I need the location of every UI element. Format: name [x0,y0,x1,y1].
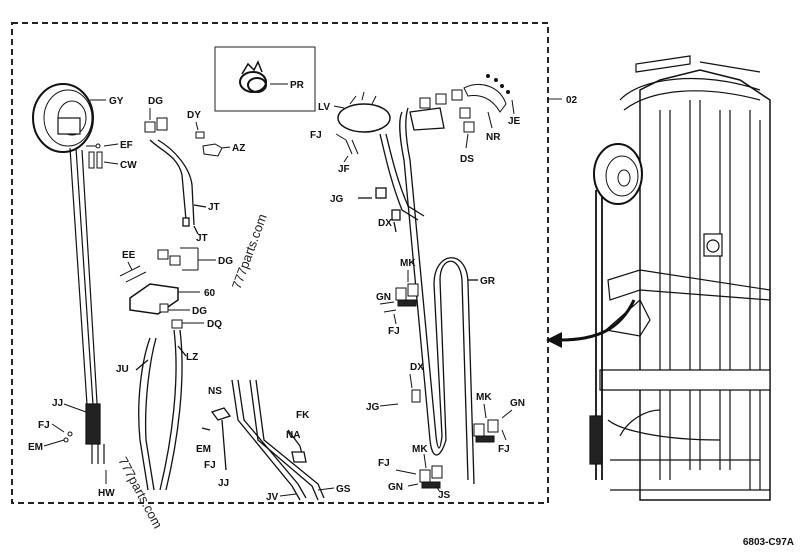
mast-pulley [593,143,643,205]
callout-lv: LV [318,102,330,113]
callout-az: AZ [232,143,245,154]
callout-mk-bot: MK [412,444,428,455]
callout-60: 60 [204,288,216,299]
callout-ju: JU [116,364,129,375]
callout-lz: LZ [186,352,198,363]
gs-tubes [201,379,325,501]
callout-js: JS [438,490,451,501]
callout-pr: PR [290,80,305,91]
watermark-1: 777parts.com [229,212,270,291]
callout-na: NA [286,430,300,441]
callout-dy: DY [187,110,201,121]
callout-gn-top: GN [376,292,391,303]
callout-jt-1: JT [208,202,220,213]
callout-jf: JF [338,164,350,175]
callout-gs: GS [336,484,351,495]
indicator-arrow [546,299,636,348]
callout-je: JE [508,116,521,127]
callout-dg-top: DG [148,96,163,107]
callout-jj-mid: JJ [218,478,229,489]
callout-em-left: EM [28,442,43,453]
lv-flange [333,91,391,163]
dg-top-fittings [144,108,168,133]
jt-hoses [149,139,207,235]
callout-ds: DS [460,154,474,165]
callout-gn-bot: GN [388,482,403,493]
callout-cw: CW [120,160,137,171]
callout-jv: JV [266,492,279,503]
callout-fj-mid: FJ [204,460,216,471]
callout-fj-left: FJ [38,420,50,431]
callout-fj-lv: FJ [310,130,322,141]
callout-jg-top: JG [330,194,344,205]
callout-fj-bot: FJ [378,458,390,469]
gy-pulley [32,83,106,153]
pr-box: PR [214,46,316,112]
mast-assembly [589,55,771,501]
figure-code: 6803-C97A [743,537,794,548]
callout-gr: GR [480,276,496,287]
callout-dx-low: DX [410,362,424,373]
callout-gn-right: GN [510,398,525,409]
callout-ee: EE [122,250,136,261]
callout-ef: EF [120,140,133,151]
callout-gy: GY [109,96,124,107]
callout-dq: DQ [207,319,222,330]
callout-mk-top: MK [400,258,416,269]
left-hoses [69,147,105,464]
callout-em-mid: EM [196,444,211,455]
callout-dg-low: DG [192,306,207,317]
gr-hose-loop [399,107,478,485]
callout-mk-right: MK [476,392,492,403]
callout-ns: NS [208,386,222,397]
callout-dx-top: DX [378,218,392,229]
callout-fj-mk: FJ [388,326,400,337]
callout-jg-low: JG [366,402,380,413]
callout-jj-left: JJ [52,398,63,409]
callout-dg-mid: DG [218,256,233,267]
callout-fj-right: FJ [498,444,510,455]
dashed-frame [11,22,549,504]
watermark-2: 777parts.com [115,454,165,531]
callout-jt-2: JT [196,233,208,244]
callout-02: 02 [566,95,578,106]
ju-lz-hoses [135,329,187,491]
callout-hw: HW [98,488,115,499]
callout-nr: NR [486,132,501,143]
callout-fk: FK [296,410,310,421]
